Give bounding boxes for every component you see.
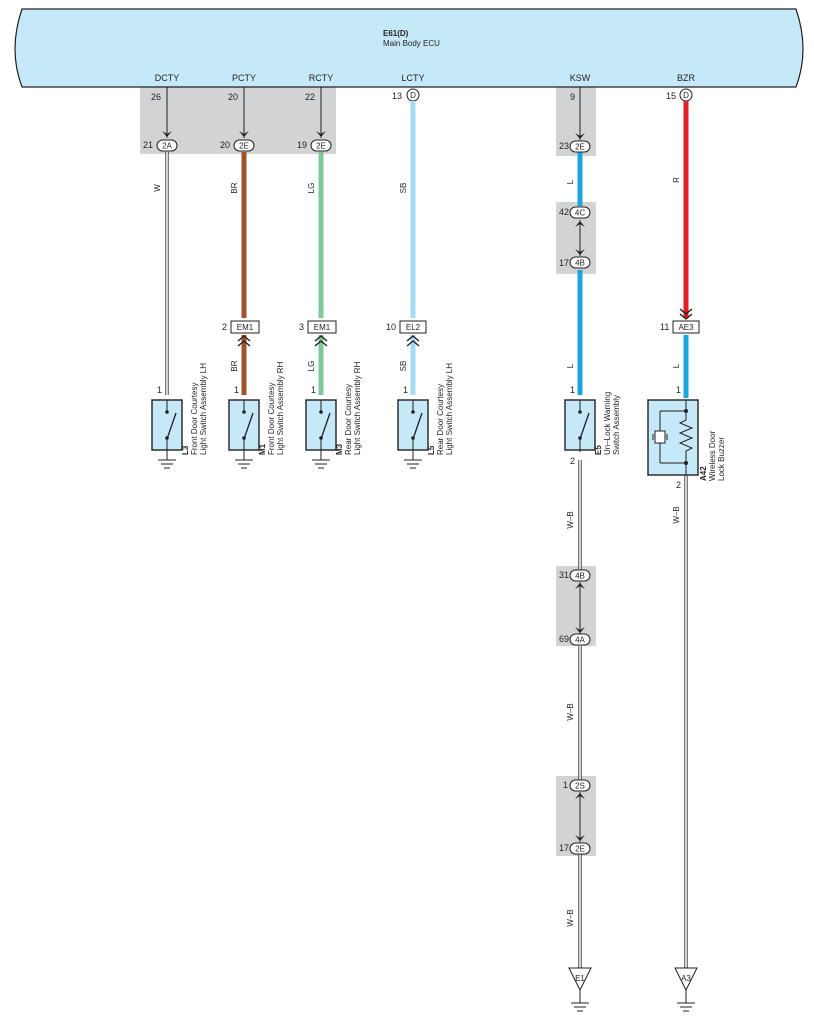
pin-label: 20 [220, 140, 230, 150]
ecu-block: E61(D) Main Body ECU DCTY PCTY RCTY LCTY… [14, 8, 804, 88]
signal-ksw: KSW [570, 73, 591, 83]
ecu-name: Main Body ECU [383, 39, 440, 48]
pin-label: 1 [234, 385, 239, 395]
junction-code: 4C [575, 209, 585, 218]
connector-code: EM1 [314, 323, 331, 332]
connector-code: EM1 [237, 323, 254, 332]
component-line1: Rear Door Courtesy [436, 384, 445, 455]
junction-code: 2E [239, 142, 249, 151]
pin-label: 1 [676, 385, 681, 395]
wire-color: LG [307, 183, 316, 194]
switch-components: 1 1 1 1 1 [151, 385, 699, 490]
ground-label: A3 [681, 974, 691, 983]
pin-label: 69 [559, 634, 569, 644]
signal-lcty: LCTY [401, 73, 424, 83]
inline-connectors: 2 EM1 3 EM1 10 EL2 11 AE3 [222, 308, 700, 347]
pin-label: 19 [297, 140, 307, 150]
wire-color: BR [230, 360, 239, 371]
component-id: M3 [335, 443, 344, 455]
junction-code: 2E [575, 143, 585, 152]
junction-connectors: 21 2A 20 2E 19 2E 23 2E 42 4C 17 4B 31 4… [143, 139, 591, 855]
wire-color: W [153, 184, 162, 192]
pin-label: 22 [305, 92, 315, 102]
pin-label: 1 [563, 780, 568, 790]
component-line1: Wireless Door [708, 430, 717, 481]
connector-d: D [683, 91, 689, 100]
component-id: M1 [258, 443, 267, 455]
component-line2: Light Switch Assembly LH [445, 363, 454, 455]
junction-code: 4B [575, 259, 585, 268]
ecu-id: E61(D) [383, 29, 409, 38]
pin-label: 1 [157, 385, 162, 395]
pin-label: 2 [570, 456, 575, 466]
pin-label: 17 [559, 843, 569, 853]
pin-label: 3 [299, 322, 304, 332]
ground-points: E1 A3 [568, 967, 698, 1012]
component-line2: Switch Assembly [612, 395, 621, 455]
component-line1: Un–Lock Warning [603, 392, 612, 455]
component-id: L3 [181, 445, 190, 455]
wire-color: W–B [566, 909, 575, 926]
wires [165, 87, 689, 968]
pin-label: 15 [666, 91, 676, 101]
wire-color: L [566, 179, 575, 184]
component-id: E5 [594, 445, 603, 455]
signal-rcty: RCTY [309, 73, 334, 83]
ground-label: E1 [575, 974, 585, 983]
wire-color: W–B [566, 703, 575, 720]
wire-color: SB [399, 361, 408, 372]
wire-color: W–B [672, 506, 681, 523]
pin-label: 1 [570, 385, 575, 395]
wire-color: LG [307, 361, 316, 372]
pin-label: 42 [559, 207, 569, 217]
junction-code: 4A [575, 636, 585, 645]
signal-pcty: PCTY [232, 73, 256, 83]
wire-color: L [672, 363, 681, 368]
component-line2: Lock Buzzer [717, 437, 726, 481]
junction-arrows [162, 131, 585, 841]
pin-label: 21 [143, 140, 153, 150]
component-line1: Rear Door Courtesy [344, 384, 353, 455]
pin-label: 1 [403, 385, 408, 395]
pin-label: 17 [559, 258, 569, 268]
pin-label: 26 [151, 92, 161, 102]
pin-label: 1 [311, 385, 316, 395]
junction-code: 2E [575, 845, 585, 854]
pin-label: 9 [570, 92, 575, 102]
signal-bzr: BZR [677, 73, 696, 83]
wire-color-labels: W BR LG SB L R BR LG SB L L W–B W–B W–B … [153, 177, 681, 927]
pin-label: 31 [559, 570, 569, 580]
junction-shading [140, 86, 596, 856]
signal-dcty: DCTY [155, 73, 180, 83]
pin-label: 20 [228, 92, 238, 102]
junction-code: 4B [575, 572, 585, 581]
wire-color: BR [230, 182, 239, 193]
component-line2: Light Switch Assembly RH [276, 361, 285, 455]
junction-code: 2S [575, 782, 585, 791]
component-line1: Front Door Courtesy [267, 383, 276, 455]
component-id: L5 [427, 445, 436, 455]
component-line1: Front Door Courtesy [190, 383, 199, 455]
pin-label: 23 [559, 141, 569, 151]
wire-color: R [672, 177, 681, 183]
connector-d: D [410, 91, 416, 100]
pin-label: 2 [222, 322, 227, 332]
ecu-pins: 26 20 22 13 9 15 D D [151, 88, 693, 102]
connector-code: AE3 [678, 323, 694, 332]
component-id: A42 [699, 466, 708, 481]
connector-code: EL2 [406, 323, 421, 332]
pin-label: 13 [392, 91, 402, 101]
wire-color: W–B [566, 511, 575, 528]
component-line2: Light Switch Assembly LH [199, 363, 208, 455]
component-labels: L3 Front Door Courtesy Light Switch Asse… [181, 361, 726, 481]
pin-label: 11 [660, 322, 669, 332]
pin-label: 2 [676, 480, 681, 490]
junction-code: 2A [162, 142, 172, 151]
wire-color: SB [399, 183, 408, 194]
junction-code: 2E [316, 142, 326, 151]
component-line2: Light Switch Assembly RH [353, 361, 362, 455]
wire-color: L [566, 363, 575, 368]
pin-label: 10 [386, 322, 396, 332]
